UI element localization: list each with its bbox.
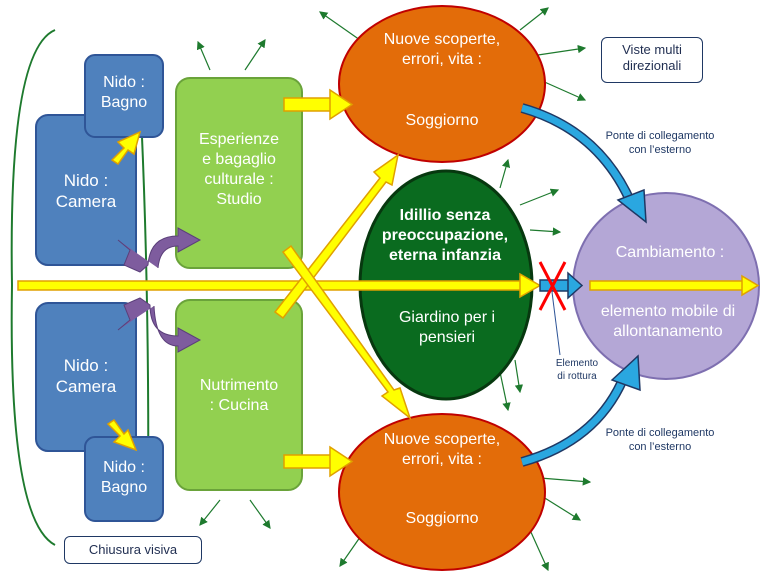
left-bracket xyxy=(10,29,56,546)
ponte-arrow-top xyxy=(520,103,647,224)
ellipse-soggiorno-top xyxy=(338,5,546,163)
second-axis-arrow xyxy=(589,274,760,297)
diagonal-arrow-down xyxy=(281,244,412,421)
label-giardino-bottom: Giardino per i pensieri xyxy=(398,309,496,346)
label-nido-bagno-bottom: Nido : Bagno xyxy=(100,459,148,496)
label-soggiorno-top-title: Nuove scoperte, errori, vita : xyxy=(383,31,501,68)
rottura-pointer xyxy=(551,291,561,356)
ponte-arrow-bottom xyxy=(520,354,641,467)
view-arrows xyxy=(196,7,592,572)
label-cambiamento-bottom: elemento mobile di allontanamento xyxy=(600,303,736,340)
label-soggiorno-bottom-title: Nuove scoperte, errori, vita : xyxy=(383,431,501,468)
label-soggiorno-top-room: Soggiorno xyxy=(405,112,479,129)
box-cucina xyxy=(175,299,303,491)
ellipse-soggiorno-bottom xyxy=(338,413,546,571)
label-studio: Esperienze e bagaglio culturale : Studio xyxy=(198,131,280,208)
note-viste-multidirezionali: Viste multi direzionali xyxy=(601,37,703,83)
note-ponte-top: Ponte di collegamento con l’esterno xyxy=(605,130,715,156)
label-cucina: Nutrimento : Cucina xyxy=(199,377,279,414)
arrow-studio-soggiorno xyxy=(283,88,354,121)
label-nido-camera-bottom: Nido : Camera xyxy=(55,356,117,397)
label-soggiorno-bottom-room: Soggiorno xyxy=(405,510,479,527)
note-ponte-bottom: Ponte di collegamento con l’esterno xyxy=(605,427,715,453)
arrow-camera-bagno-top xyxy=(110,130,142,166)
purple-connector-top xyxy=(117,227,202,273)
arrow-cucina-soggiorno xyxy=(283,445,354,478)
red-x-mark xyxy=(538,261,567,311)
arrow-camera-bagno-bottom xyxy=(106,418,138,452)
label-nido-bagno-top: Nido : Bagno xyxy=(100,74,148,111)
purple-connector-bottom xyxy=(117,297,202,353)
note-elemento-rottura: Elemento di rottura xyxy=(555,358,599,382)
note-chiusura-visiva: Chiusura visiva xyxy=(64,536,202,564)
box-nido-bagno-top xyxy=(84,54,164,138)
main-axis-arrow xyxy=(17,272,542,299)
label-nido-camera-top: Nido : Camera xyxy=(55,171,117,212)
box-studio xyxy=(175,77,303,269)
label-cambiamento-top: Cambiamento : xyxy=(615,244,725,261)
label-giardino-top: Idillio senza preoccupazione, eterna inf… xyxy=(381,207,509,264)
